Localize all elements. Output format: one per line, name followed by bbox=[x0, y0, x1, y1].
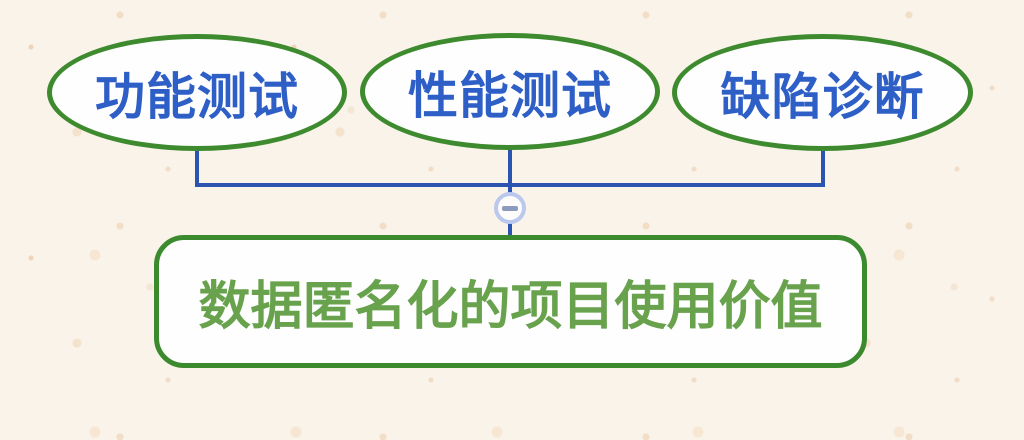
node-label: 功能测试 bbox=[95, 68, 299, 125]
node-functional-testing[interactable]: 功能测试 bbox=[47, 34, 347, 151]
root-node-label: 数据匿名化的项目使用价值 bbox=[198, 276, 823, 337]
minus-icon bbox=[502, 205, 518, 211]
node-performance-testing[interactable]: 性能测试 bbox=[360, 33, 660, 150]
node-root[interactable]: 数据匿名化的项目使用价值 bbox=[154, 235, 867, 368]
node-label: 性能测试 bbox=[408, 67, 612, 124]
node-label: 缺陷诊断 bbox=[720, 68, 925, 125]
collapse-button[interactable] bbox=[494, 192, 526, 224]
node-defect-diagnosis[interactable]: 缺陷诊断 bbox=[672, 34, 973, 151]
